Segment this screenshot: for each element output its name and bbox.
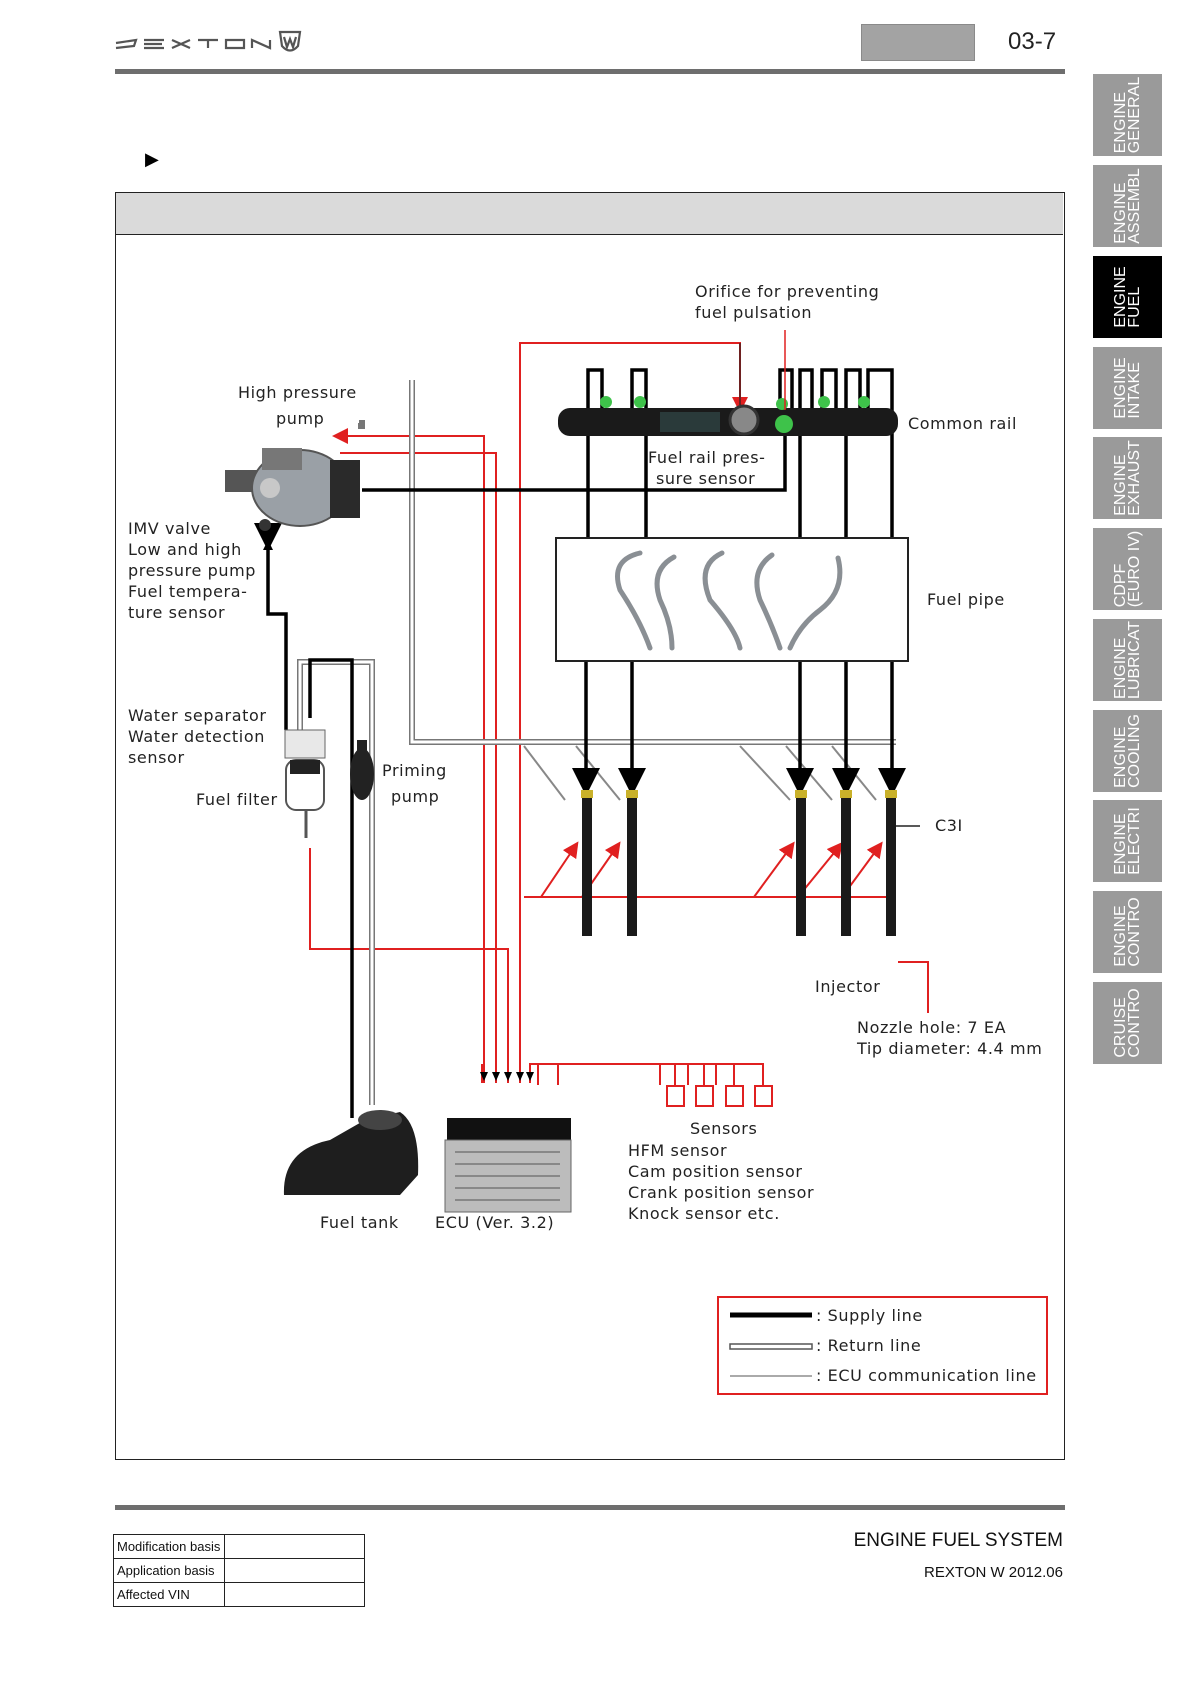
label-orifice-2: fuel pulsation [695,303,812,322]
label-sensor-4: Knock sensor etc. [628,1204,780,1223]
label-imv-3: pressure pump [128,561,256,580]
header-tab-box [861,24,975,61]
footer-rule [115,1505,1065,1510]
return-branches [523,745,877,801]
label-rail-sensor-1: Fuel rail pres- [648,448,766,467]
label-imv-5: ture sensor [128,603,225,622]
content-frame [115,192,1065,1460]
frame-header-bar [116,193,1063,235]
label-sensors-title: Sensors [690,1119,757,1138]
label-imv-1: IMV valve [128,519,211,538]
legend-return: : Return line [816,1336,921,1355]
label-imv-4: Fuel tempera- [128,582,248,601]
label-sensor-1: HFM sensor [628,1141,727,1160]
label-water-2: Water detection [128,727,265,746]
label-priming-1: Priming [382,761,447,780]
sensor-boxes [666,1063,773,1107]
label-fuel-pipe: Fuel pipe [927,590,1005,609]
header-rule [115,69,1065,74]
injectors [581,790,920,936]
ecu-input-arrows [480,1072,534,1081]
label-fuel-tank: Fuel tank [320,1213,399,1232]
label-orifice-1: Orifice for preventing [695,282,879,301]
label-hp-pump-1: High pressure [238,383,357,402]
label-common-rail: Common rail [908,414,1017,433]
label-nozzle-1: Nozzle hole: 7 EA [857,1018,1006,1037]
priming-pump-image [350,740,374,800]
tab-cdpf[interactable]: CDPF(EURO IV) [1093,528,1162,610]
label-sensor-2: Cam position sensor [628,1162,803,1181]
page-number: 03-7 [1008,28,1057,55]
ecu-image [444,1118,572,1213]
bullet-icon: ▶ [145,149,159,169]
table-row: Modification basis [113,1534,365,1559]
label-rail-sensor-2: sure sensor [656,469,755,488]
label-fuel-filter: Fuel filter [196,790,278,809]
supply-lines [254,368,906,1118]
legend-ecu-comm: : ECU communication line [816,1366,1037,1385]
ecu-communication-lines [309,342,929,1085]
label-water-1: Water separator [128,706,267,725]
label-priming-2: pump [391,787,439,806]
high-pressure-pump-image [225,448,360,531]
rexton-logo [115,30,302,52]
label-imv-2: Low and high [128,540,242,559]
footer-title: ENGINE FUEL SYSTEM [853,1530,1063,1551]
label-c3i: C3I [935,816,963,835]
table-row: Affected VIN [113,1582,365,1607]
legend-supply: : Supply line [816,1306,923,1325]
legend-box [717,1296,1048,1395]
footer-subtitle: REXTON W 2012.06 [924,1564,1063,1581]
label-ecu: ECU (Ver. 3.2) [435,1213,554,1232]
fuel-pipe-box [555,537,909,662]
revision-table: Modification basis Application basis Aff… [113,1534,365,1607]
table-row: Application basis [113,1558,365,1583]
label-hp-pump-2: pump [276,409,324,428]
fuel-tank-image [283,1110,419,1195]
label-sensor-3: Crank position sensor [628,1183,814,1202]
common-rail [558,330,898,436]
label-nozzle-2: Tip diameter: 4.4 mm [856,1039,1042,1058]
label-injector: Injector [815,977,880,996]
diagram-labels: Orifice for preventing fuel pulsation Hi… [128,282,1042,1385]
fuel-filter-image [284,729,326,838]
label-water-3: sensor [128,748,185,767]
